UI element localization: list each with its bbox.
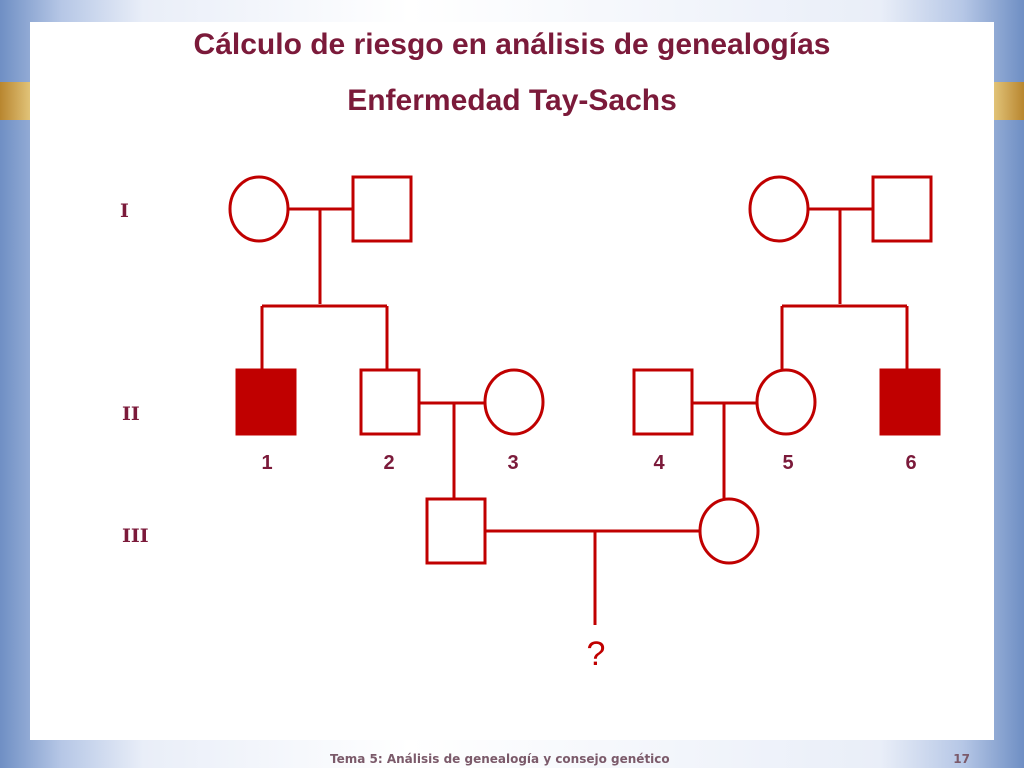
gen1-right-mother: [748, 175, 810, 243]
individual-iii-female: [698, 497, 760, 565]
individual-ii-2-male: [359, 368, 421, 436]
individual-number-4: 4: [653, 452, 665, 474]
individual-number-6: 6: [905, 452, 916, 474]
pedigree-lines: [260, 207, 909, 625]
generation-label-iii: III: [122, 525, 149, 547]
gen1-right-father: [871, 175, 933, 243]
gen1-left-father: [351, 175, 413, 243]
individual-ii-1-affected-male: [235, 368, 297, 436]
generation-label-i: I: [120, 200, 129, 222]
pedigree-symbols: [228, 175, 941, 565]
individual-number-3: 3: [507, 452, 518, 474]
unknown-offspring-question-mark: ?: [587, 635, 606, 673]
page-number: 17: [953, 752, 970, 766]
footer-text: Tema 5: Análisis de genealogía y consejo…: [330, 752, 670, 766]
individual-ii-6-affected-male: [879, 368, 941, 436]
individual-ii-3-female: [483, 368, 545, 436]
individual-number-1: 1: [261, 452, 272, 474]
individual-iii-male: [425, 497, 487, 565]
individual-ii-4-male: [632, 368, 694, 436]
individual-ii-5-female: [755, 368, 817, 436]
gen1-left-mother: [228, 175, 290, 243]
slide-title: Cálculo de riesgo en análisis de genealo…: [193, 28, 831, 61]
generation-label-ii: II: [122, 403, 140, 425]
individual-number-5: 5: [782, 452, 793, 474]
slide-subtitle: Enfermedad Tay-Sachs: [347, 84, 677, 117]
individual-number-2: 2: [383, 452, 394, 474]
